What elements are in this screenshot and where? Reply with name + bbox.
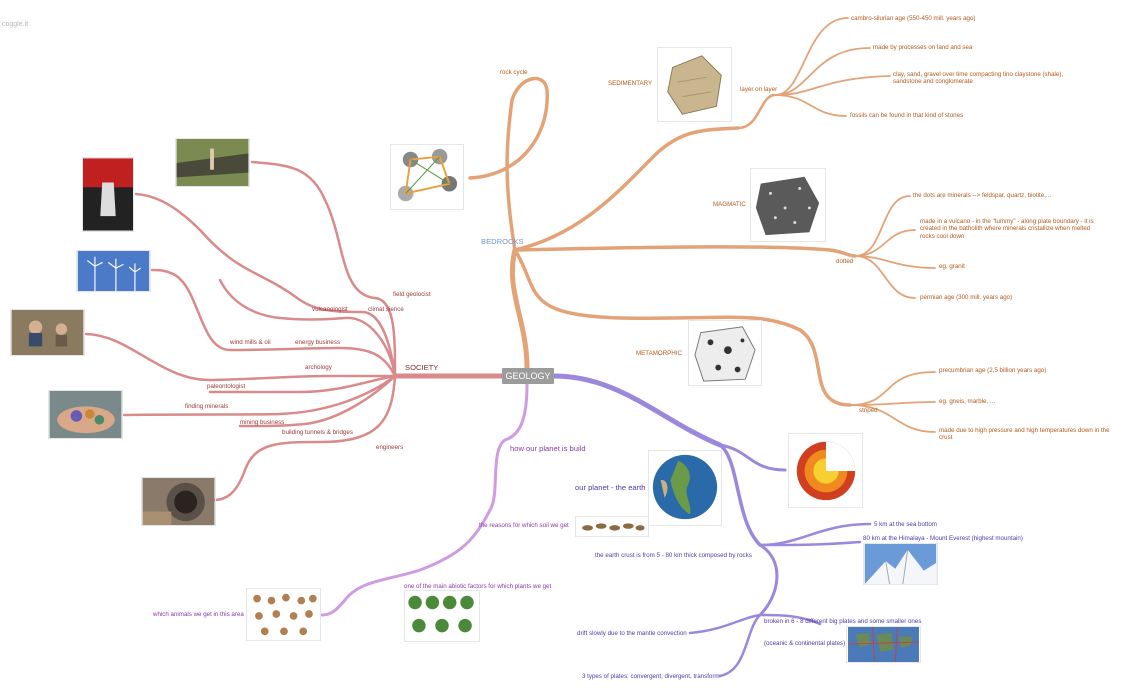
branch-root-bedrocks — [509, 247, 530, 371]
trees-image — [404, 590, 480, 642]
branch-rock-cycle — [468, 76, 549, 252]
metamorphic-rock-image — [688, 320, 762, 386]
soil-image — [575, 516, 649, 537]
tunnel-image — [141, 477, 216, 526]
society-item-mining-business[interactable]: mining business — [240, 419, 285, 426]
planet-soil-label[interactable]: the reasons for which soil we get — [479, 522, 569, 529]
planet-plants-label[interactable]: one of the main abiotic factors for whic… — [404, 583, 552, 590]
magmatic-label[interactable]: MAGMATIC — [713, 201, 746, 208]
layer-on-layer-label[interactable]: layer on layer — [740, 86, 778, 93]
planet-earth-label[interactable]: our planet - the earth — [575, 483, 646, 492]
bedrocks-label[interactable]: BEDROCKS — [481, 237, 524, 246]
tectonic-plates-map-image — [846, 626, 921, 663]
magmatic-item[interactable]: eg. granit — [939, 263, 965, 270]
planet-drift-label[interactable]: drift slowly due to the mantle convectio… — [577, 630, 687, 637]
volcanologist-image — [82, 157, 134, 232]
sedimentary-rock-image — [657, 47, 732, 122]
society-item-engineers[interactable]: engineers — [376, 444, 404, 451]
field-geologist-image — [175, 138, 250, 187]
branch-magmatic — [513, 245, 857, 258]
planet-sea-label[interactable]: 5 km at the sea bottom — [874, 521, 937, 528]
society-item-field-geologist[interactable]: field geolocist — [393, 291, 431, 298]
magmatic-item[interactable]: the dots are minerals --> feldspar, quar… — [913, 192, 1052, 199]
planet-types-label[interactable]: 3 types of plates: convergent, divergent… — [582, 673, 720, 680]
society-item-building-tunnels[interactable]: building tunnels & bridges — [282, 429, 353, 436]
magmatic-item[interactable]: made in a vulcano - in the "tummy" - alo… — [920, 218, 1094, 240]
mount-everest-image — [863, 543, 938, 585]
branch-sedimentary — [513, 126, 740, 252]
branch-root-planet — [551, 373, 723, 448]
society-item-climate-science[interactable]: climat sience — [368, 306, 404, 313]
rock-cycle-image — [390, 144, 464, 210]
society-item-wind-mills[interactable]: wind mills & oil — [230, 339, 271, 346]
society-item-archology[interactable]: archology — [305, 364, 332, 371]
magmatic-rock-image — [750, 168, 826, 242]
magmatic-item[interactable]: permian age (300 mill. years ago) — [920, 294, 1013, 301]
society-label[interactable]: SOCIETY — [405, 363, 439, 372]
metamorphic-item[interactable]: eg. gneis, marble, ... — [939, 398, 996, 405]
planet-crust-label[interactable]: the earth crust is from 5 - 80 km thick … — [595, 552, 752, 559]
sedimentary-label[interactable]: SEDIMENTARY — [608, 80, 653, 87]
planet-animals-label[interactable]: which animals we get in this area — [153, 611, 244, 618]
earth-layers-image — [788, 433, 863, 508]
planet-broken-label[interactable]: broken in 6 - 8 different big plates and… — [764, 618, 922, 625]
minerals-hand-image — [48, 390, 123, 439]
metamorphic-label[interactable]: METAMORPHIC — [636, 350, 682, 357]
society-item-vulcanologist[interactable]: vulcanologist — [312, 306, 348, 313]
society-item-energy-business[interactable]: energy business — [295, 339, 341, 346]
rock-cycle-label[interactable]: rock cycle — [500, 69, 528, 76]
planet-label[interactable]: how our planet is build — [510, 444, 586, 453]
sedimentary-item[interactable]: clay, sand, gravel over time compacting … — [893, 71, 1064, 86]
sedimentary-item[interactable]: cambro-silurian age (550-450 mill. years… — [851, 15, 976, 22]
striped-label[interactable]: striped — [859, 407, 878, 414]
archeology-image — [10, 309, 85, 356]
branch-layer — [736, 93, 777, 130]
planet-himalaya-label[interactable]: 80 km at the Himalaya - Mount Everest (h… — [863, 535, 1023, 542]
watermark: coggle.it — [2, 21, 29, 28]
metamorphic-item[interactable]: made due to high pressure and high tempe… — [939, 427, 1110, 442]
sedimentary-item[interactable]: made by processes on land and sea — [873, 44, 973, 51]
root-node[interactable]: GEOLOGY — [502, 368, 554, 384]
animals-image — [246, 588, 321, 641]
wind-mills-image — [76, 250, 151, 292]
metamorphic-item[interactable]: precumbrian age (2,5 billion years ago) — [939, 367, 1047, 374]
earth-globe-image — [648, 450, 722, 526]
sedimentary-item[interactable]: fossils can be found in that kind of sto… — [850, 112, 964, 119]
branch-metamorphic — [513, 248, 852, 407]
society-item-finding-minerals[interactable]: finding minerals — [185, 403, 229, 410]
planet-oceanic-label[interactable]: (oceanic & continental plates) — [764, 640, 846, 647]
dotted-label[interactable]: dotted — [836, 258, 854, 265]
society-item-paleontologist[interactable]: paleontologist — [207, 383, 246, 390]
